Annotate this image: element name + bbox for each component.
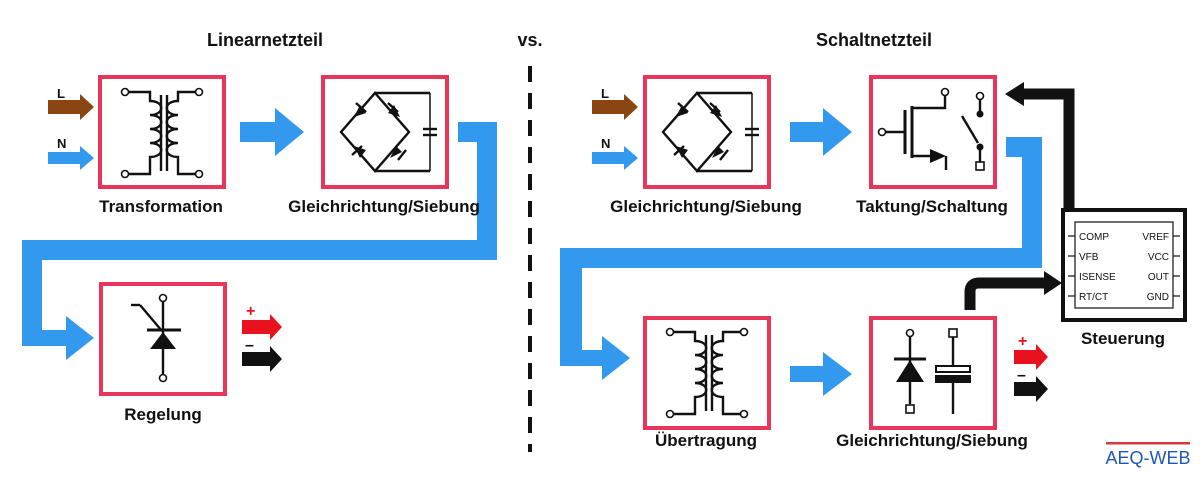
output-plus-label-2: + (1018, 333, 1027, 350)
pin-vcc: VCC (1148, 252, 1169, 263)
flow-arrow-5 (790, 352, 852, 396)
label-regulation: Regelung (124, 405, 201, 424)
output-plus-arrow (242, 314, 282, 340)
output-minus-arrow (242, 346, 282, 372)
pin-vref: VREF (1142, 232, 1169, 243)
label-rectification-out: Gleichrichtung/Siebung (836, 431, 1028, 450)
pin-isense: ISENSE (1079, 272, 1116, 283)
transformer-icon (120, 87, 204, 179)
title-switching: Schaltnetzteil (816, 30, 932, 50)
flow-arrow-2 (22, 122, 497, 360)
block-regulation: Regelung (99, 282, 227, 424)
transformer-icon-2 (665, 327, 749, 419)
zener-regulator-icon (131, 293, 181, 383)
input-label-live-2: L (601, 86, 609, 101)
live-arrow (48, 94, 94, 120)
aeq-web-logo: AEQ-WEB (1105, 442, 1191, 468)
bridge-rectifier-icon-2 (661, 91, 759, 173)
pin-rtct: RT/CT (1079, 292, 1108, 303)
block-rectification-linear: Gleichrichtung/Siebung (288, 75, 480, 216)
output-minus-label: – (245, 337, 254, 354)
switching-outputs: + – (1014, 333, 1048, 402)
block-rectification-in: Gleichrichtung/Siebung (610, 75, 802, 216)
input-label-neutral: N (57, 136, 66, 151)
label-rectification-linear: Gleichrichtung/Siebung (288, 197, 480, 216)
pin-vfb: VFB (1079, 252, 1099, 263)
output-minus-label-2: – (1017, 367, 1026, 384)
block-rectification-out: Gleichrichtung/Siebung (836, 316, 1028, 450)
live-arrow-2 (592, 94, 638, 120)
label-rectification-in: Gleichrichtung/Siebung (610, 197, 802, 216)
mosfet-switch-icon (877, 87, 985, 171)
label-transformation: Transformation (99, 197, 223, 216)
block-transfer: Übertragung (643, 316, 771, 450)
block-transformation: Transformation (98, 75, 226, 216)
pin-comp: COMP (1079, 232, 1109, 243)
title-versus: vs. (517, 30, 542, 50)
flow-arrows-linear (22, 108, 497, 360)
bridge-rectifier-icon (339, 91, 437, 173)
output-plus-label: + (246, 303, 255, 320)
flow-arrows-switching (560, 108, 1042, 396)
logo-text: AEQ-WEB (1105, 448, 1190, 468)
block-control: COMP VFB ISENSE RT/CT VREF VCC OUT GND S… (1061, 208, 1187, 348)
controller-chip (1074, 221, 1174, 309)
neutral-arrow (48, 146, 94, 170)
neutral-arrow-2 (592, 146, 638, 170)
pin-out: OUT (1148, 272, 1169, 283)
switching-inputs: L N (592, 86, 638, 170)
title-linear: Linearnetzteil (207, 30, 323, 50)
control-paths (964, 82, 1075, 310)
diode-capacitor-icon (894, 328, 971, 414)
input-label-live: L (57, 86, 65, 101)
label-control: Steuerung (1081, 329, 1165, 348)
label-switching: Taktung/Schaltung (856, 197, 1008, 216)
linear-outputs: + – (242, 303, 282, 372)
linear-inputs: L N (48, 86, 94, 170)
pin-gnd: GND (1147, 292, 1169, 303)
flow-arrow-3 (790, 108, 852, 156)
block-switching: Taktung/Schaltung (856, 75, 1008, 216)
output-plus-arrow-2 (1014, 344, 1048, 370)
flow-arrow-4 (560, 137, 1042, 380)
flow-arrow-1 (240, 108, 304, 156)
output-minus-arrow-2 (1014, 376, 1048, 402)
input-label-neutral-2: N (601, 136, 610, 151)
label-transfer: Übertragung (655, 431, 757, 450)
